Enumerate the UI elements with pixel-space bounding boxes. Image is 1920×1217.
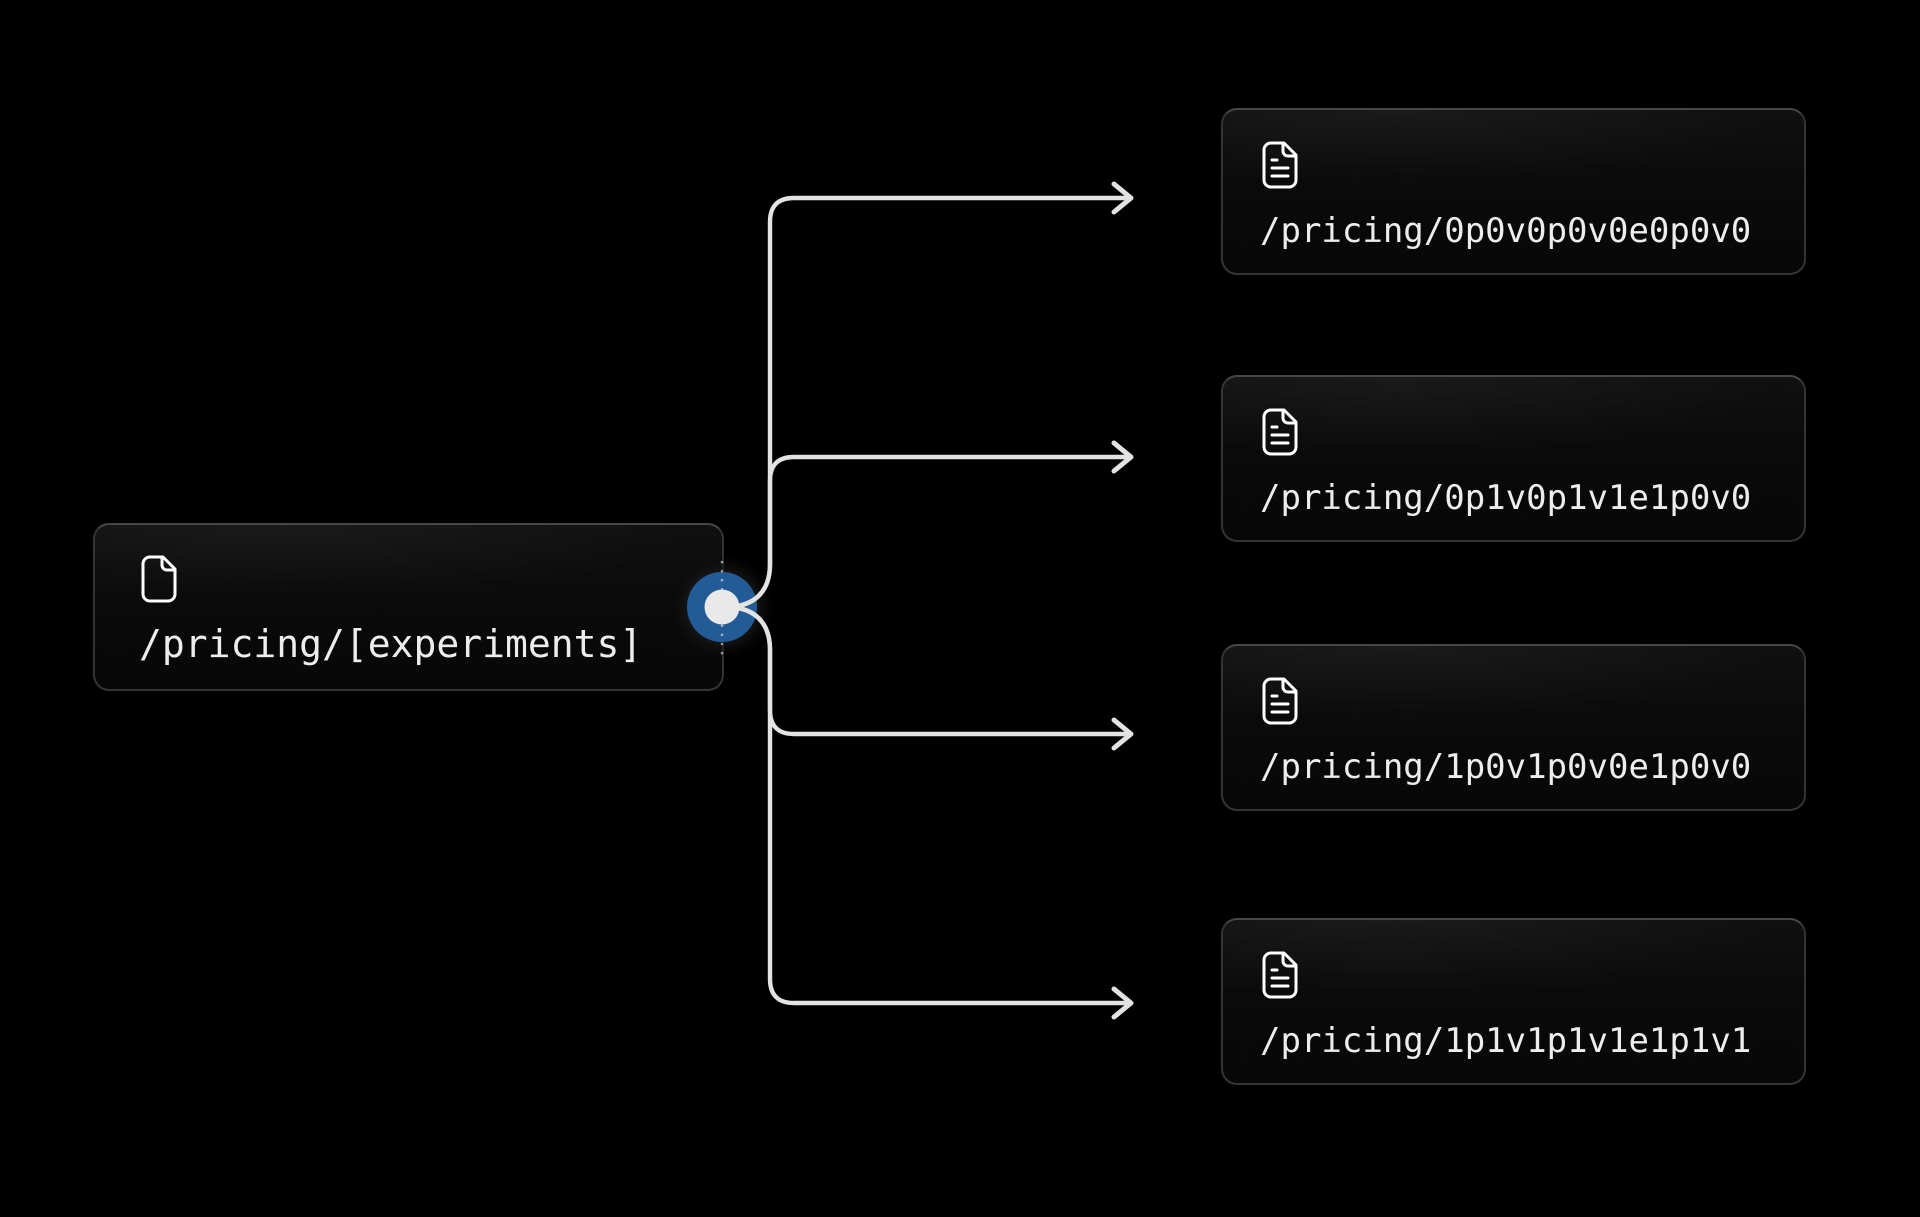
file-text-icon xyxy=(1262,951,1298,999)
source-node[interactable]: /pricing/[experiments] xyxy=(93,523,724,691)
target-node-2[interactable]: /pricing/0p1v0p1v1e1p0v0 xyxy=(1221,375,1806,542)
edge-2 xyxy=(725,440,1134,610)
arrowhead-icon xyxy=(1111,181,1134,215)
edge-3 xyxy=(725,604,1134,751)
target-node-4-label: /pricing/1p1v1p1v1e1p1v1 xyxy=(1260,1021,1752,1061)
file-text-icon xyxy=(1262,408,1298,456)
target-node-4[interactable]: /pricing/1p1v1p1v1e1p1v1 xyxy=(1221,918,1806,1085)
target-node-1-label: /pricing/0p0v0p0v0e0p0v0 xyxy=(1260,211,1752,251)
target-node-1[interactable]: /pricing/0p0v0p0v0e0p0v0 xyxy=(1221,108,1806,275)
edge-1 xyxy=(725,181,1134,610)
source-node-label: /pricing/[experiments] xyxy=(139,622,643,666)
file-text-icon xyxy=(1262,677,1298,725)
file-text-icon xyxy=(1262,141,1298,189)
target-node-3[interactable]: /pricing/1p0v1p0v0e1p0v0 xyxy=(1221,644,1806,811)
file-icon xyxy=(141,555,177,603)
arrowhead-icon xyxy=(1111,986,1134,1020)
edge-4 xyxy=(725,604,1134,1020)
target-node-2-label: /pricing/0p1v0p1v1e1p0v0 xyxy=(1260,478,1752,518)
arrowhead-icon xyxy=(1111,440,1134,474)
arrowhead-icon xyxy=(1111,717,1134,751)
target-node-3-label: /pricing/1p0v1p0v0e1p0v0 xyxy=(1260,747,1752,787)
